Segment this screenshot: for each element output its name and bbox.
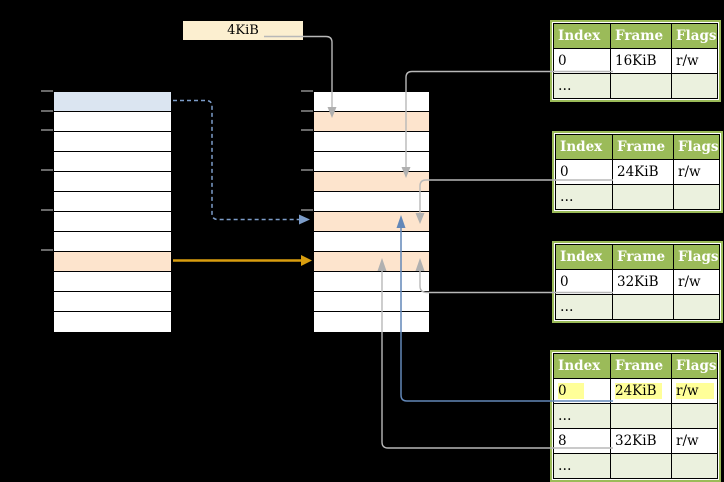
table-row: … xyxy=(553,73,718,99)
memory-row xyxy=(314,292,429,312)
cell: … xyxy=(553,403,611,429)
cell: r/w xyxy=(671,378,718,404)
cell: 32KiB xyxy=(610,428,672,454)
table-row: 0 24KiB r/w xyxy=(555,159,720,185)
arrow-blue-dashed-mapping xyxy=(173,99,310,225)
header-cell: Index xyxy=(553,353,611,379)
cell xyxy=(610,403,672,429)
memory-row xyxy=(54,232,171,252)
cell xyxy=(671,73,718,99)
cell xyxy=(673,184,720,210)
memory-column-middle xyxy=(313,91,430,333)
cell xyxy=(673,294,720,320)
memory-row-page xyxy=(314,172,429,192)
memory-row xyxy=(54,152,171,172)
cell: r/w xyxy=(671,428,718,454)
header-cell: Frame xyxy=(612,244,674,270)
cell xyxy=(671,403,718,429)
memory-row-page xyxy=(314,212,429,232)
cell: 24KiB xyxy=(612,159,674,185)
header-cell: Frame xyxy=(610,23,672,49)
cell: r/w xyxy=(673,159,720,185)
cell: … xyxy=(555,294,613,320)
header-cell: Flags xyxy=(671,23,718,49)
table-row: … xyxy=(555,184,720,210)
table-row: … xyxy=(555,294,720,320)
arrow-orange-mapping xyxy=(173,255,312,266)
middle-column-ticks xyxy=(301,90,313,211)
header-cell: Frame xyxy=(612,134,674,160)
page-table-24kib: Index Frame Flags 0 24KiB r/w … xyxy=(552,131,723,213)
memory-row xyxy=(54,192,171,212)
header-cell: Index xyxy=(555,134,613,160)
memory-row xyxy=(54,292,171,312)
cell: … xyxy=(553,73,611,99)
cell: 32KiB xyxy=(612,269,674,295)
cell xyxy=(612,294,674,320)
memory-row xyxy=(54,132,171,152)
cell: 16KiB xyxy=(610,48,672,74)
header-cell: Index xyxy=(553,23,611,49)
table-row: … xyxy=(553,403,718,429)
page-table-16kib: Index Frame Flags 0 16KiB r/w … xyxy=(550,20,721,102)
table-row-highlighted: 0 24KiB r/w xyxy=(553,378,718,404)
memory-row xyxy=(314,272,429,292)
memory-row-page xyxy=(314,112,429,132)
memory-row xyxy=(314,132,429,152)
header-cell: Flags xyxy=(671,353,718,379)
memory-row-mapped-blue xyxy=(54,92,171,112)
page-directory-table: Index Frame Flags 0 24KiB r/w … 8 32KiB … xyxy=(550,350,721,482)
cell xyxy=(612,184,674,210)
cell: … xyxy=(555,184,613,210)
memory-row-page xyxy=(314,252,429,272)
cell: 24KiB xyxy=(610,378,672,404)
left-column-ticks xyxy=(41,90,53,251)
page-table-32kib: Index Frame Flags 0 32KiB r/w … xyxy=(552,241,723,323)
memory-row xyxy=(54,272,171,292)
table-row: … xyxy=(553,453,718,479)
cell xyxy=(671,453,718,479)
memory-row xyxy=(314,312,429,332)
header-cell: Flags xyxy=(673,244,720,270)
cell: r/w xyxy=(673,269,720,295)
header-cell: Flags xyxy=(673,134,720,160)
cell xyxy=(610,73,672,99)
cell: 0 xyxy=(555,159,613,185)
size-label: 4KiB xyxy=(183,21,303,40)
highlighted-text: r/w xyxy=(676,383,714,399)
memory-row xyxy=(314,232,429,252)
memory-row xyxy=(54,312,171,332)
table-row: 8 32KiB r/w xyxy=(553,428,718,454)
cell: 0 xyxy=(553,378,611,404)
cell: 8 xyxy=(553,428,611,454)
memory-row xyxy=(314,92,429,112)
memory-row xyxy=(54,212,171,232)
memory-column-left xyxy=(53,91,172,333)
cell: r/w xyxy=(671,48,718,74)
cell xyxy=(610,453,672,479)
table-row: 0 32KiB r/w xyxy=(555,269,720,295)
header-cell: Frame xyxy=(610,353,672,379)
memory-row xyxy=(314,152,429,172)
cell: 0 xyxy=(555,269,613,295)
highlighted-text: 0 xyxy=(558,383,584,399)
cell: … xyxy=(553,453,611,479)
memory-row-mapped-orange xyxy=(54,252,171,272)
highlighted-text: 24KiB xyxy=(615,383,662,399)
cell: 0 xyxy=(553,48,611,74)
memory-row xyxy=(314,192,429,212)
memory-row xyxy=(54,112,171,132)
memory-row xyxy=(54,172,171,192)
table-row: 0 16KiB r/w xyxy=(553,48,718,74)
header-cell: Index xyxy=(555,244,613,270)
